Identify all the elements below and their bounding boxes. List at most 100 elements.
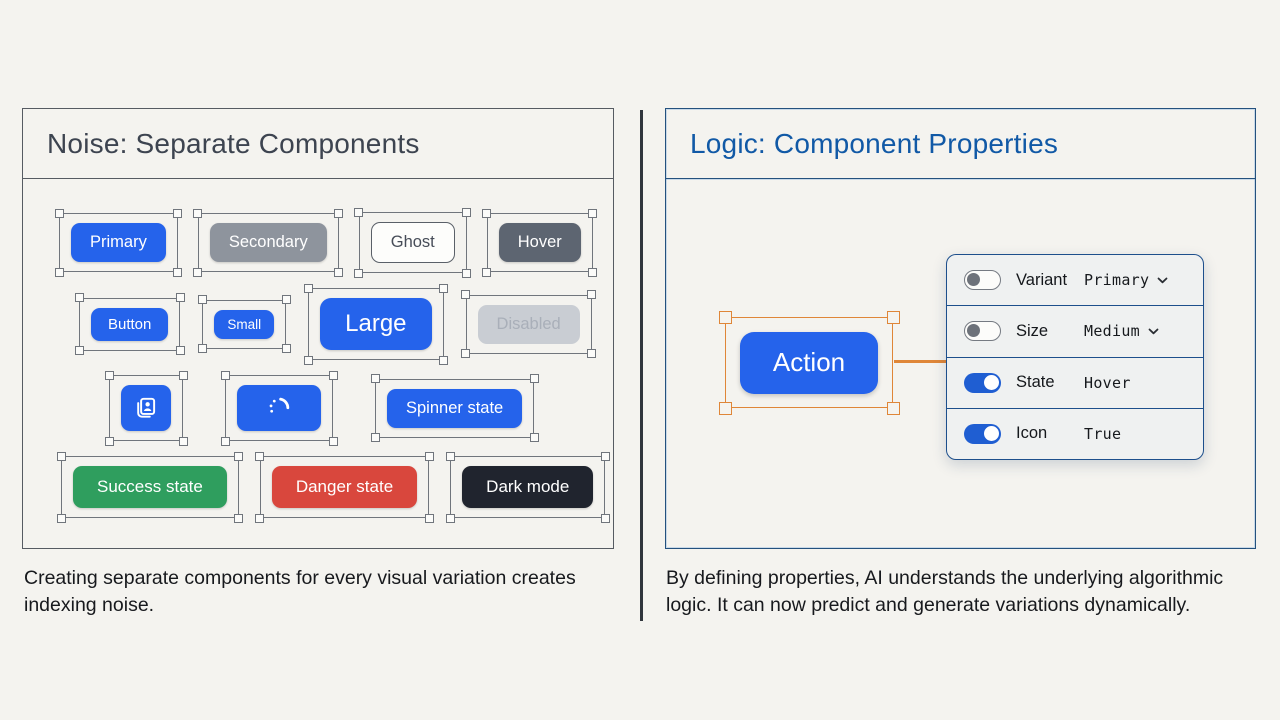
chevron-down-icon[interactable] bbox=[1157, 277, 1168, 284]
loading-button[interactable] bbox=[237, 385, 321, 431]
property-toggle-icon[interactable] bbox=[964, 423, 1001, 444]
ghost-button[interactable]: Ghost bbox=[370, 222, 455, 263]
button-label: Disabled bbox=[496, 314, 561, 333]
selection-handle bbox=[178, 370, 188, 380]
selection-handle bbox=[462, 268, 472, 278]
button-label: Success state bbox=[97, 477, 203, 496]
selection-frame: Primary bbox=[54, 208, 183, 277]
selection-handle bbox=[334, 208, 344, 218]
selection-handle bbox=[234, 451, 244, 461]
logic-caption: By defining properties, AI understands t… bbox=[666, 567, 1224, 617]
noise-panel-header: Noise: Separate Components bbox=[23, 109, 613, 179]
property-label: Size bbox=[1016, 321, 1049, 340]
selection-handle bbox=[439, 355, 449, 365]
selection-handle bbox=[193, 208, 203, 218]
selection-handle bbox=[461, 290, 471, 299]
selection-handle bbox=[462, 207, 472, 217]
primary-button[interactable]: Primary bbox=[71, 223, 166, 262]
property-row-size: Size Medium bbox=[947, 305, 1203, 356]
selection-handle bbox=[461, 349, 471, 358]
selection-handle bbox=[220, 370, 230, 380]
small-button[interactable]: Small bbox=[214, 309, 275, 339]
selection-handle bbox=[529, 374, 539, 383]
selection-handle bbox=[104, 436, 114, 446]
large-button[interactable]: Large bbox=[320, 298, 432, 350]
component-row: Button Small Large Disabled bbox=[74, 283, 613, 365]
selection-frame: Ghost bbox=[354, 207, 472, 278]
button-label: Danger state bbox=[295, 477, 394, 496]
selection-handle bbox=[173, 208, 183, 218]
component-row: Spinner state bbox=[104, 370, 613, 446]
button-label: Small bbox=[227, 316, 262, 332]
disabled-button[interactable]: Disabled bbox=[477, 304, 580, 344]
toggle-knob bbox=[967, 324, 980, 338]
selection-frame: Success state bbox=[56, 451, 244, 523]
default-button[interactable]: Button bbox=[91, 307, 169, 341]
selection-handle bbox=[74, 346, 84, 355]
panel-divider bbox=[640, 110, 643, 621]
action-button[interactable]: Action bbox=[740, 331, 878, 394]
selection-handle bbox=[718, 401, 732, 415]
selection-frame: Small bbox=[197, 295, 291, 353]
chevron-down-icon[interactable] bbox=[1148, 328, 1159, 335]
property-toggle-size[interactable] bbox=[964, 321, 1001, 342]
selection-handle bbox=[424, 513, 434, 523]
selection-handle bbox=[234, 513, 244, 523]
property-label: Icon bbox=[1016, 424, 1048, 443]
selection-handle bbox=[587, 290, 597, 299]
hover-button[interactable]: Hover bbox=[498, 223, 581, 262]
noise-panel: Noise: Separate Components Primary Second… bbox=[22, 108, 614, 549]
selection-handle bbox=[370, 374, 380, 383]
selection-frame: Danger state bbox=[255, 451, 434, 523]
selection-handle bbox=[255, 513, 265, 523]
selection-handle bbox=[173, 267, 183, 277]
selection-handle bbox=[445, 451, 455, 461]
toggle-knob bbox=[983, 375, 999, 391]
property-value: Hover bbox=[1084, 373, 1131, 392]
selection-frame: Action bbox=[718, 310, 900, 415]
danger-state-button[interactable]: Danger state bbox=[271, 466, 418, 508]
spinner-icon bbox=[269, 397, 290, 413]
selection-frame: Disabled bbox=[461, 290, 597, 358]
selection-frame: Secondary bbox=[193, 208, 344, 277]
selection-handle bbox=[54, 267, 64, 277]
secondary-button[interactable]: Secondary bbox=[209, 223, 327, 262]
property-value[interactable]: Primary bbox=[1084, 271, 1150, 290]
selection-handle bbox=[445, 513, 455, 523]
property-value[interactable]: Medium bbox=[1084, 322, 1140, 341]
button-label: Primary bbox=[90, 233, 147, 251]
contact-card-icon bbox=[137, 397, 156, 418]
selection-handle bbox=[588, 267, 598, 277]
button-label: Hover bbox=[517, 233, 562, 251]
button-label: Large bbox=[345, 310, 407, 337]
icon-button[interactable] bbox=[121, 385, 171, 431]
spinner-state-button[interactable]: Spinner state bbox=[387, 388, 523, 428]
toggle-knob bbox=[967, 273, 980, 287]
selection-handle bbox=[600, 451, 610, 461]
selection-handle bbox=[303, 355, 313, 365]
selection-handle bbox=[193, 267, 203, 277]
selection-handle bbox=[197, 295, 207, 304]
selection-handle bbox=[354, 268, 364, 278]
property-toggle-variant[interactable] bbox=[964, 270, 1001, 291]
selection-handle bbox=[718, 310, 732, 324]
selection-handle bbox=[303, 283, 313, 293]
selection-handle bbox=[370, 433, 380, 442]
selection-handle bbox=[175, 293, 185, 302]
selection-handle bbox=[328, 370, 338, 380]
selection-handle bbox=[281, 295, 291, 304]
selection-handle bbox=[529, 433, 539, 442]
property-toggle-state[interactable] bbox=[964, 372, 1001, 393]
success-state-button[interactable]: Success state bbox=[73, 466, 227, 508]
selection-frame: Hover bbox=[482, 208, 598, 277]
selection-handle bbox=[424, 451, 434, 461]
selection-handle bbox=[54, 208, 64, 218]
selection-handle bbox=[482, 208, 492, 218]
selection-handle bbox=[886, 310, 900, 324]
component-row: Success state Danger state Dark mode bbox=[56, 451, 613, 523]
dark-mode-button[interactable]: Dark mode bbox=[462, 466, 594, 508]
